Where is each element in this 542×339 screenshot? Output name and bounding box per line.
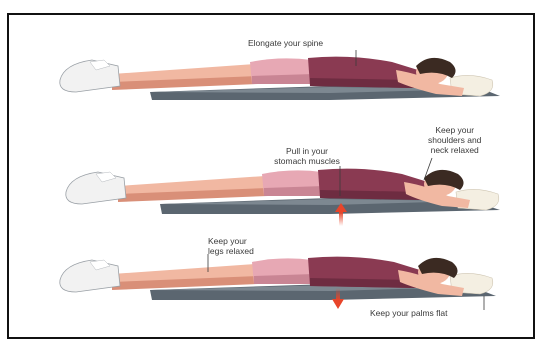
label-shoulders-relaxed: Keep your shoulders and neck relaxed <box>428 125 481 155</box>
panel-2-shoes <box>66 172 126 204</box>
label-legs-line-2: legs relaxed <box>208 246 254 256</box>
label-palms-flat: Keep your palms flat <box>370 308 447 318</box>
panel-3-down-arrow-shaft <box>336 288 340 300</box>
label-shoulders-line-1: Keep your <box>428 125 481 135</box>
label-legs-relaxed: Keep your legs relaxed <box>208 236 254 256</box>
panel-3-down-arrow-head <box>332 299 344 309</box>
panel-3-shoes <box>60 260 120 292</box>
label-pull-in-stomach: Pull in your stomach muscles <box>247 146 367 166</box>
panel-2-figure <box>66 169 500 214</box>
label-legs-line-1: Keep your <box>208 236 254 246</box>
label-elongate-spine: Elongate your spine <box>248 38 323 48</box>
label-pull-in-line-1: Pull in your <box>247 146 367 156</box>
panel-1-shoes <box>60 60 120 92</box>
label-shoulders-line-2: shoulders and <box>428 135 481 145</box>
panel-2-up-arrow-shaft <box>339 212 343 226</box>
label-shoulders-line-3: neck relaxed <box>428 145 481 155</box>
panel-3-figure <box>60 257 496 300</box>
panel-1-figure <box>60 57 500 100</box>
label-pull-in-line-2: stomach muscles <box>247 156 367 166</box>
